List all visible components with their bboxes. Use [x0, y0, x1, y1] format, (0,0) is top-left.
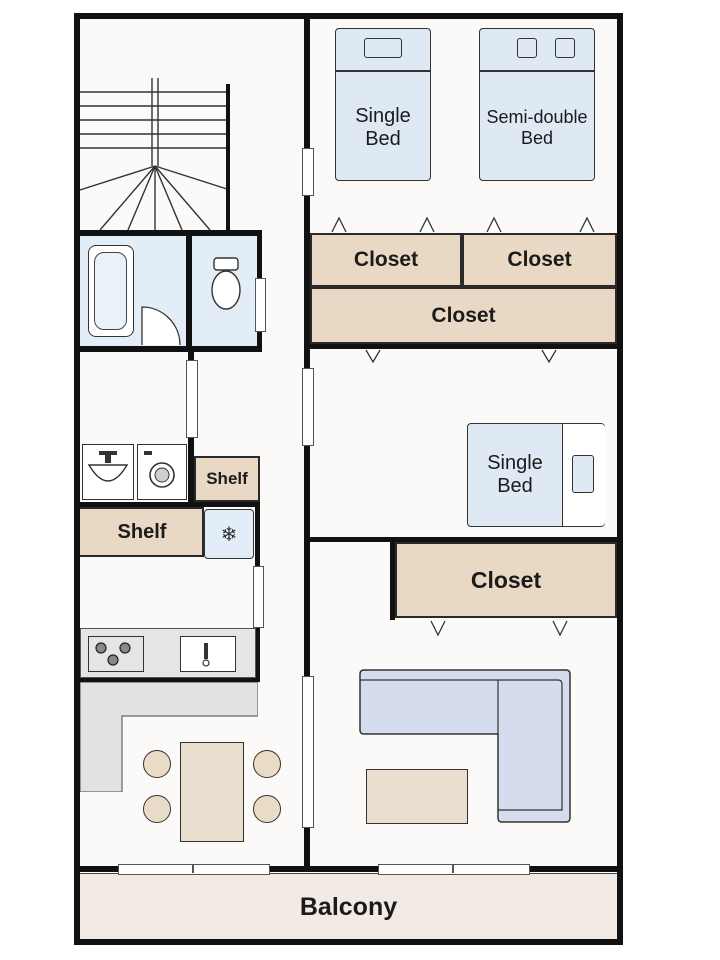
closet-1	[310, 233, 462, 287]
door-living[interactable]	[302, 676, 314, 828]
semi-double-bed-headline	[480, 70, 594, 72]
chair-1	[143, 750, 171, 778]
closet-4-doors[interactable]	[395, 620, 617, 638]
bath-wall-top	[80, 230, 262, 236]
chair-4	[253, 795, 281, 823]
balcony-window-right-divider	[452, 864, 454, 873]
closet-4-label: Closet	[470, 566, 542, 593]
closet-4-wall	[390, 542, 395, 620]
balcony-window-right[interactable]	[378, 864, 530, 875]
outer-wall-bottom	[74, 939, 623, 945]
chair-2	[143, 795, 171, 823]
refrigerator-symbol: ❄	[220, 523, 238, 546]
sofa	[358, 668, 572, 824]
balcony-floor	[80, 873, 617, 939]
closet-4	[395, 542, 617, 618]
staircase	[79, 78, 231, 231]
single-bed-mid-label: Single Bed	[487, 452, 543, 497]
kitchen-wall-bottom	[80, 678, 260, 682]
semi-double-bed	[479, 28, 595, 181]
door-bedroom-mid[interactable]	[302, 368, 314, 446]
balcony-label: Balcony	[299, 892, 398, 921]
toilet-door[interactable]	[255, 278, 266, 332]
closet-2	[462, 233, 617, 287]
single-bed-top-pillow	[364, 38, 402, 58]
door-bedroom-top[interactable]	[302, 148, 314, 196]
closet-2-label: Closet	[507, 248, 572, 271]
washing-machine	[137, 444, 187, 500]
semi-double-bed-label: Semi-double Bed	[486, 107, 588, 148]
refrigerator	[204, 509, 254, 559]
single-bed-top-headline	[336, 70, 430, 72]
single-bed-top-label: Single Bed	[355, 105, 411, 150]
closet-3-label: Closet	[431, 303, 496, 327]
balcony-wall	[80, 866, 617, 872]
bathtub-basin	[94, 252, 127, 330]
single-bed-mid-pillow	[572, 455, 594, 493]
outer-wall-left	[74, 13, 80, 945]
wall-right-lower	[310, 537, 617, 542]
closet-doors-lower[interactable]	[310, 349, 617, 365]
bath-wall-divider	[186, 230, 192, 352]
shelf-large-label: Shelf	[117, 520, 167, 543]
semi-double-pillow-right	[555, 38, 575, 58]
coffee-table	[366, 769, 468, 824]
kitchen-sink	[180, 636, 236, 672]
kitchen-door[interactable]	[253, 566, 264, 628]
dining-table	[180, 742, 244, 842]
bathtub	[88, 245, 134, 337]
shelf-small-label: Shelf	[206, 469, 248, 488]
closet-3	[310, 287, 617, 344]
stovetop	[88, 636, 144, 672]
outer-wall-right	[617, 13, 623, 945]
bath-wall-bottom	[80, 346, 262, 352]
closet-doors-upper[interactable]	[310, 212, 617, 233]
outer-wall-top	[74, 13, 623, 19]
shelf-large	[80, 507, 204, 557]
utility-door[interactable]	[186, 360, 198, 438]
wall-right-upper	[310, 344, 617, 349]
balcony-window-left-divider	[192, 864, 194, 873]
bath-door-swing[interactable]	[140, 305, 182, 347]
kitchen-wall-top	[80, 502, 260, 507]
toilet	[208, 256, 244, 312]
chair-3	[253, 750, 281, 778]
balcony-window-left[interactable]	[118, 864, 270, 875]
semi-double-pillow-left	[517, 38, 537, 58]
closet-1-label: Closet	[353, 248, 419, 271]
wash-basin	[82, 444, 134, 500]
shelf-small	[194, 456, 260, 502]
